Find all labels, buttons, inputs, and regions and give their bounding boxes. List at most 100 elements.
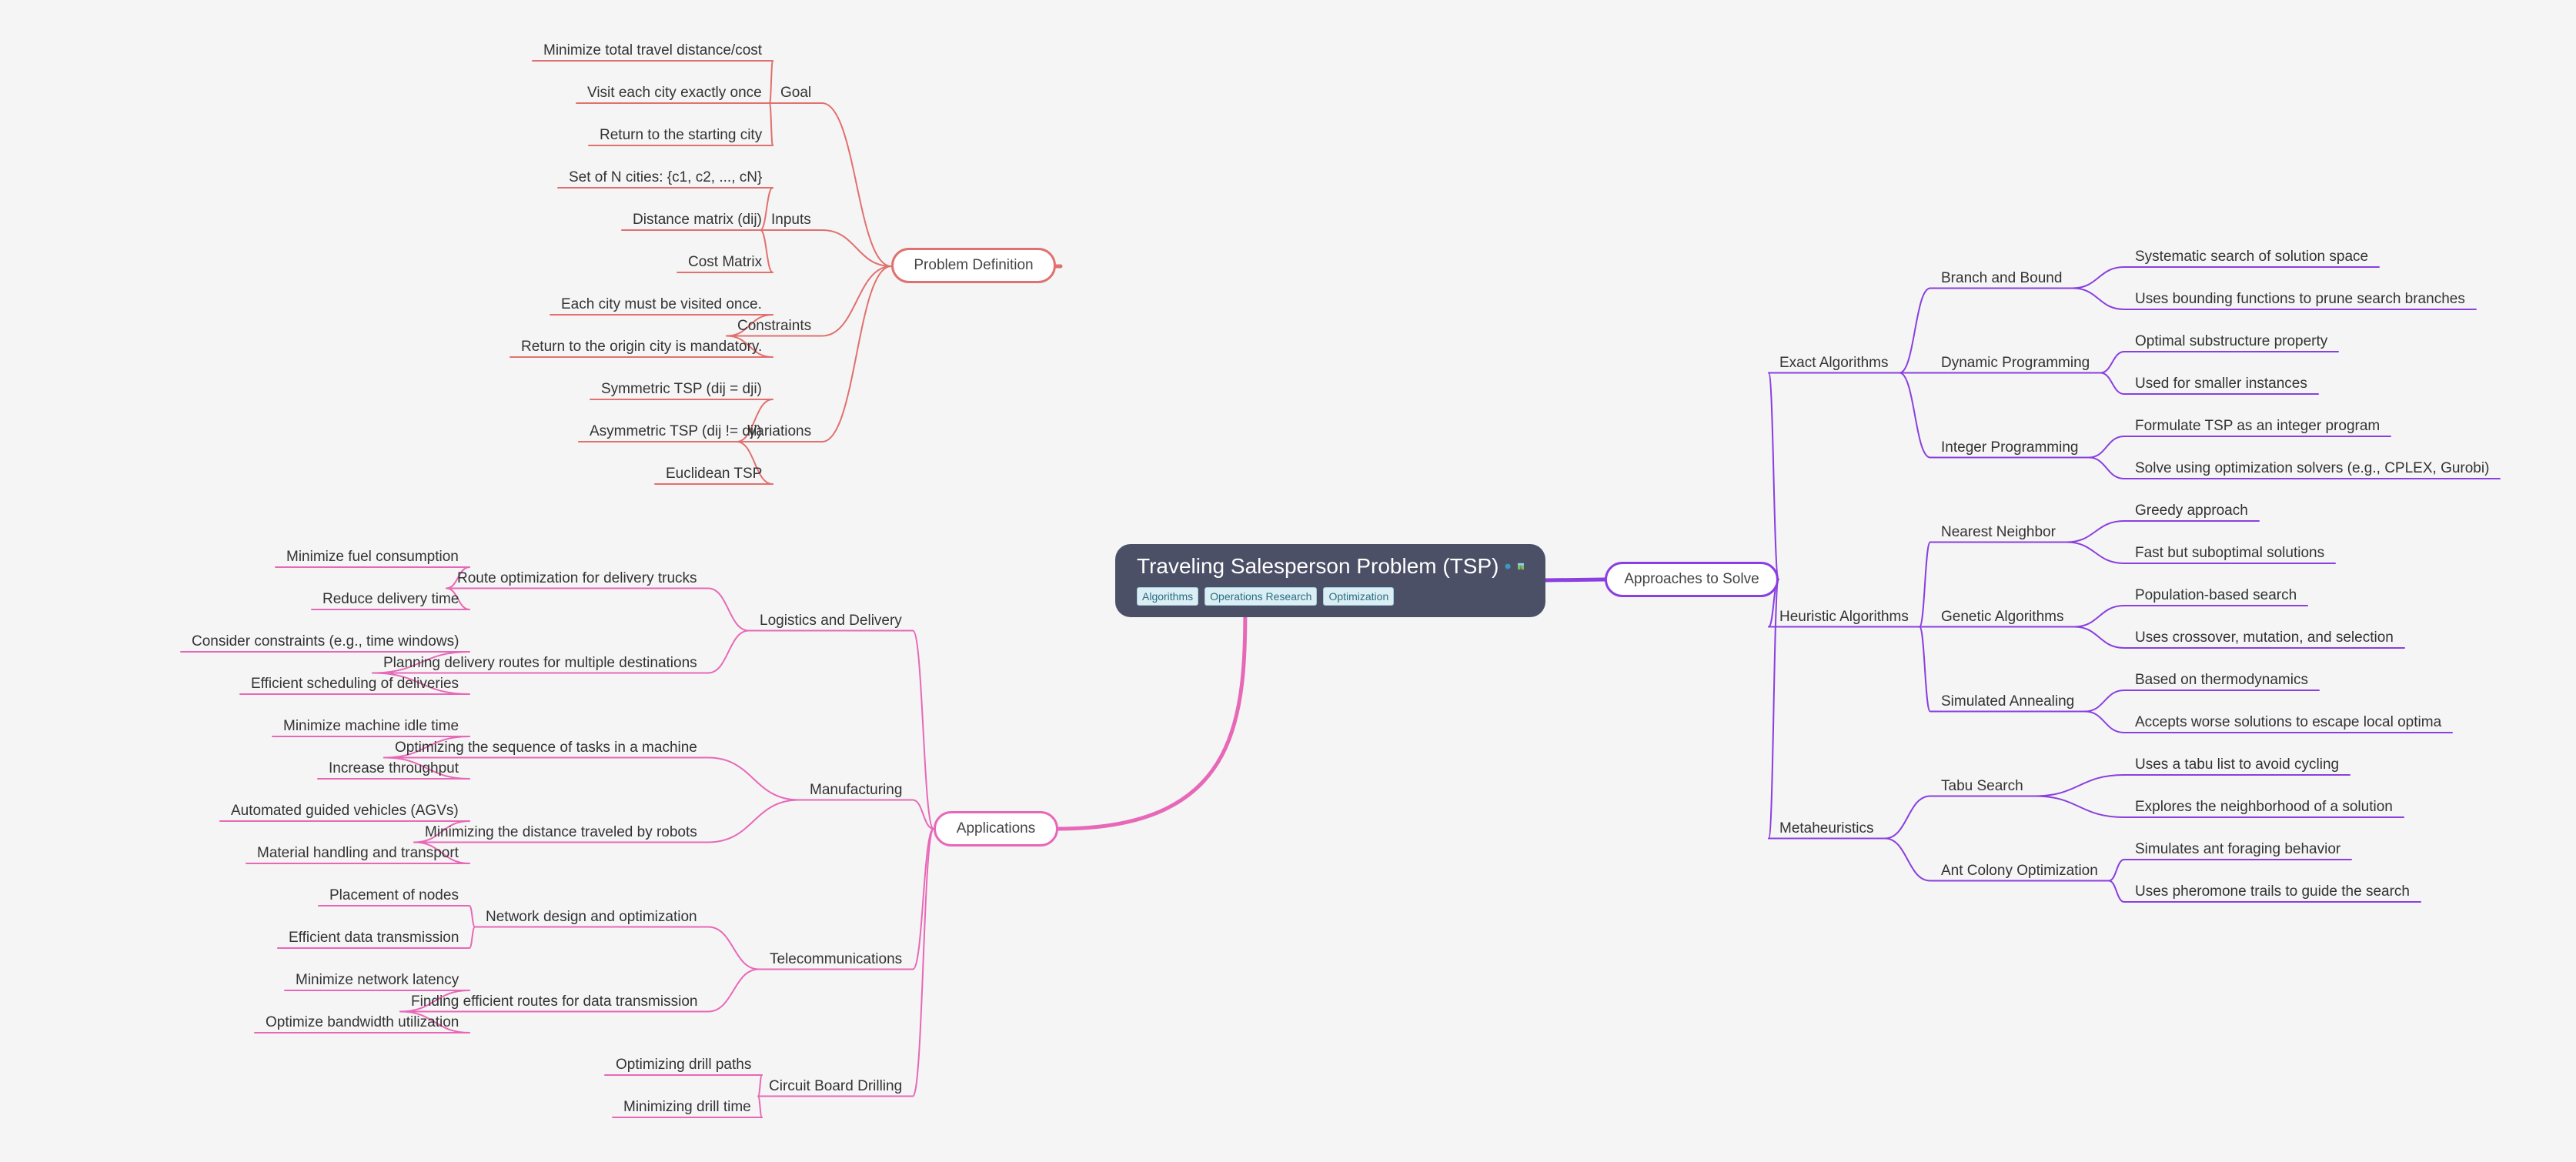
node-tabu-search[interactable]: Tabu Search: [1941, 777, 2023, 794]
link: [1919, 541, 1931, 628]
branch-approaches[interactable]: Approaches to Solve: [1605, 562, 1779, 597]
node-uses-a-tabu-list-to-avoid-cycling[interactable]: Uses a tabu list to avoid cycling: [2135, 756, 2340, 773]
node-accepts-worse-solutions-to-escape-local-optima[interactable]: Accepts worse solutions to escape local …: [2135, 714, 2442, 730]
node-minimizing-the-distance-traveled-by-robots[interactable]: Minimizing the distance traveled by robo…: [425, 823, 697, 840]
node-minimize-fuel-consumption[interactable]: Minimize fuel consumption: [286, 549, 459, 565]
link: [1899, 287, 1931, 374]
node-simulated-annealing[interactable]: Simulated Annealing: [1941, 693, 2075, 710]
node-network-design-and-optimization[interactable]: Network design and optimization: [486, 908, 697, 925]
root-title: Traveling Salesperson Problem (TSP): [1137, 554, 1499, 578]
link: [469, 926, 476, 949]
tag-algorithms[interactable]: Algorithms: [1137, 587, 1199, 606]
node-uses-bounding-functions-to-prune-search-branches[interactable]: Uses bounding functions to prune search …: [2135, 291, 2465, 307]
node-cost-matrix[interactable]: Cost Matrix: [688, 254, 763, 270]
node-uses-crossover-mutation-and-selection[interactable]: Uses crossover, mutation, and selection: [2135, 629, 2394, 646]
node-ant-colony-optimization[interactable]: Ant Colony Optimization: [1941, 862, 2098, 879]
link: [2108, 880, 2125, 903]
link: [760, 187, 773, 231]
node-dynamic-programming[interactable]: Dynamic Programming: [1941, 354, 2090, 371]
node-optimizing-drill-paths[interactable]: Optimizing drill paths: [616, 1057, 752, 1073]
link: [2088, 436, 2125, 459]
link: [1899, 372, 1931, 459]
node-efficient-data-transmission[interactable]: Efficient data transmission: [289, 930, 459, 946]
node-formulate-tsp-as-an-integer-program[interactable]: Formulate TSP as an integer program: [2135, 418, 2381, 434]
node-minimize-machine-idle-time[interactable]: Minimize machine idle time: [283, 718, 459, 734]
node-integer-programming[interactable]: Integer Programming: [1941, 439, 2079, 456]
link: [2100, 372, 2125, 395]
node-placement-of-nodes[interactable]: Placement of nodes: [329, 887, 459, 903]
link: [769, 102, 773, 146]
node-visit-each-city-exactly-once[interactable]: Visit each city exactly once: [587, 85, 762, 101]
node-exact-algorithms[interactable]: Exact Algorithms: [1779, 354, 1889, 371]
node-variations[interactable]: Variations: [747, 423, 812, 439]
node-finding-efficient-routes-for-data-transmission[interactable]: Finding efficient routes for data transm…: [411, 993, 698, 1010]
node-nearest-neighbor[interactable]: Nearest Neighbor: [1941, 523, 2056, 540]
link: [2084, 710, 2125, 733]
link: [2072, 266, 2125, 289]
node-return-to-the-starting-city[interactable]: Return to the starting city: [600, 127, 763, 143]
node-population-based-search[interactable]: Population-based search: [2135, 587, 2297, 603]
node-minimize-network-latency[interactable]: Minimize network latency: [296, 972, 459, 988]
branch-applications[interactable]: Applications: [934, 811, 1058, 846]
node-optimize-bandwidth-utilization[interactable]: Optimize bandwidth utilization: [266, 1014, 459, 1030]
node-branch-and-bound[interactable]: Branch and Bound: [1941, 269, 2063, 286]
node-inputs[interactable]: Inputs: [771, 212, 811, 228]
node-route-optimization-for-delivery-trucks[interactable]: Route optimization for delivery trucks: [457, 569, 697, 586]
root-node[interactable]: Traveling Salesperson Problem (TSP) Algo…: [1115, 544, 1545, 617]
node-simulates-ant-foraging-behavior[interactable]: Simulates ant foraging behavior: [2135, 841, 2341, 857]
node-telecommunications[interactable]: Telecommunications: [770, 950, 903, 967]
node-optimizing-the-sequence-of-tasks-in-a-machine[interactable]: Optimizing the sequence of tasks in a ma…: [395, 739, 697, 756]
link: [2066, 520, 2125, 543]
node-return-to-the-origin-city-is-mandatory[interactable]: Return to the origin city is mandatory.: [521, 339, 763, 355]
node-optimal-substructure-property[interactable]: Optimal substructure property: [2135, 333, 2328, 349]
node-euclidean-tsp[interactable]: Euclidean TSP: [666, 466, 763, 482]
node-consider-constraints-e-g-time-windows[interactable]: Consider constraints (e.g., time windows…: [192, 633, 459, 649]
link: [1056, 591, 1248, 831]
link: [1919, 626, 1931, 713]
node-minimizing-drill-time[interactable]: Minimizing drill time: [623, 1099, 751, 1115]
node-increase-throughput[interactable]: Increase throughput: [329, 760, 459, 776]
tag-operations-research[interactable]: Operations Research: [1204, 587, 1318, 606]
node-goal[interactable]: Goal: [780, 85, 812, 101]
node-systematic-search-of-solution-space[interactable]: Systematic search of solution space: [2135, 249, 2369, 265]
node-circuit-board-drilling[interactable]: Circuit Board Drilling: [769, 1077, 903, 1094]
node-distance-matrix-dij[interactable]: Distance matrix (dij): [633, 212, 762, 228]
node-automated-guided-vehicles-agvs[interactable]: Automated guided vehicles (AGVs): [231, 803, 459, 819]
node-minimize-total-travel-distance-cost[interactable]: Minimize total travel distance/cost: [543, 42, 763, 58]
node-set-of-n-cities-c1-c2-cn[interactable]: Set of N cities: {c1, c2, ..., cN}: [569, 169, 763, 185]
node-efficient-scheduling-of-deliveries[interactable]: Efficient scheduling of deliveries: [251, 676, 459, 692]
link: [707, 799, 800, 843]
link: [383, 736, 470, 759]
link: [2073, 626, 2125, 649]
link: [383, 756, 470, 780]
node-metaheuristics[interactable]: Metaheuristics: [1779, 820, 1874, 836]
node-constraints[interactable]: Constraints: [737, 317, 812, 334]
node-based-on-thermodynamics[interactable]: Based on thermodynamics: [2135, 672, 2308, 688]
node-symmetric-tsp-dij-dji[interactable]: Symmetric TSP (dij = dji): [601, 381, 762, 397]
link: [707, 926, 760, 970]
globe-icon: [1505, 563, 1512, 569]
link: [757, 1074, 763, 1097]
branch-problem-definition[interactable]: Problem Definition: [891, 248, 1056, 283]
node-manufacturing[interactable]: Manufacturing: [810, 781, 903, 798]
node-planning-delivery-routes-for-multiple-destinations[interactable]: Planning delivery routes for multiple de…: [383, 654, 697, 671]
node-reduce-delivery-time[interactable]: Reduce delivery time: [322, 591, 459, 607]
node-fast-but-suboptimal-solutions[interactable]: Fast but suboptimal solutions: [2135, 545, 2325, 561]
node-solve-using-optimization-solvers-e-g-cplex-gurobi[interactable]: Solve using optimization solvers (e.g., …: [2135, 460, 2490, 476]
link: [726, 335, 773, 358]
link: [2073, 605, 2125, 628]
node-each-city-must-be-visited-once[interactable]: Each city must be visited once.: [561, 296, 762, 312]
node-uses-pheromone-trails-to-guide-the-search[interactable]: Uses pheromone trails to guide the searc…: [2135, 883, 2410, 900]
link: [399, 1010, 470, 1033]
node-logistics-and-delivery[interactable]: Logistics and Delivery: [760, 612, 902, 629]
node-heuristic-algorithms[interactable]: Heuristic Algorithms: [1779, 608, 1909, 625]
node-used-for-smaller-instances[interactable]: Used for smaller instances: [2135, 376, 2307, 392]
node-asymmetric-tsp-dij-dji[interactable]: Asymmetric TSP (dij != dji): [590, 423, 762, 439]
node-genetic-algorithms[interactable]: Genetic Algorithms: [1941, 608, 2064, 625]
node-material-handling-and-transport[interactable]: Material handling and transport: [257, 845, 459, 861]
node-greedy-approach[interactable]: Greedy approach: [2135, 503, 2248, 519]
tag-optimization[interactable]: Optimization: [1323, 587, 1395, 606]
node-explores-the-neighborhood-of-a-solution[interactable]: Explores the neighborhood of a solution: [2135, 799, 2393, 815]
link: [912, 629, 934, 830]
root-tags: Algorithms Operations Research Optimizat…: [1137, 587, 1524, 606]
